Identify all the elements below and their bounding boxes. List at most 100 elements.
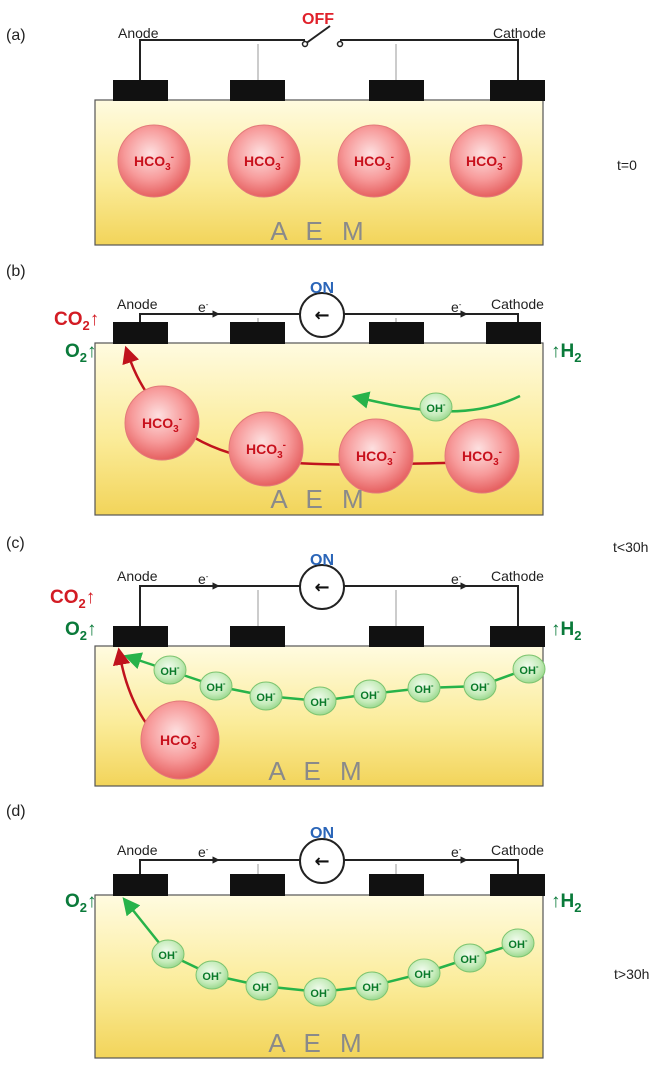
oh-ion: OH-	[407, 958, 441, 988]
hco3-ion: HCO3-	[227, 124, 301, 198]
circuit-wire	[139, 585, 519, 626]
svg-text:OH-: OH-	[426, 400, 446, 415]
svg-text:HCO3-: HCO3-	[160, 731, 200, 752]
oh-ion: OH-	[419, 392, 453, 422]
oh-ion: OH-	[199, 671, 233, 701]
oh-ion: OH-	[463, 671, 497, 701]
current-arrow: ←	[314, 851, 329, 872]
anode-label: Anode	[118, 25, 159, 41]
ammeter-circle	[299, 564, 345, 610]
hco3-ion: HCO3-	[449, 124, 523, 198]
current-arrow: ←	[314, 577, 329, 598]
o2-evolution: O2↑	[65, 891, 97, 915]
co2-evolution: CO2↑	[54, 309, 99, 333]
panel-c: (c) t<30h ← ON Anode Cathode e- e- CO2↑ …	[6, 535, 648, 787]
oh-ion: OH-	[453, 943, 487, 973]
svg-text:OH-: OH-	[256, 689, 276, 704]
oh-ion: OH-	[151, 939, 185, 969]
hco3-ion: HCO3-	[337, 124, 411, 198]
oh-ion: OH-	[303, 686, 337, 716]
svg-text:OH-: OH-	[206, 679, 226, 694]
cathode-wire	[340, 39, 519, 80]
electrode-anode	[113, 626, 168, 647]
hco3-ion: HCO3-	[444, 418, 520, 494]
svg-text:OH-: OH-	[310, 694, 330, 709]
open-switch	[304, 25, 331, 45]
electron-label: e-	[451, 571, 462, 587]
hco3-ion: HCO3-	[228, 411, 304, 487]
electron-label: e-	[451, 299, 462, 315]
electron-label: e-	[198, 299, 209, 315]
anode-wire	[139, 39, 305, 80]
aem-label: A E M	[270, 216, 369, 246]
circuit-wire	[139, 859, 519, 874]
cathode-label: Cathode	[491, 296, 544, 312]
ammeter-circle	[299, 838, 345, 884]
hco3-ion: HCO3-	[338, 418, 414, 494]
electrode-cathode	[490, 80, 545, 101]
svg-text:OH-: OH-	[470, 679, 490, 694]
panel-b: (b) ← ON Anode Cathode e- e- CO2↑ O2↑ ↑H…	[6, 263, 581, 516]
svg-text:OH-: OH-	[414, 966, 434, 981]
aem-label: A E M	[270, 484, 369, 514]
oh-ion: OH-	[153, 655, 187, 685]
electrode	[369, 322, 424, 344]
electrode-anode	[113, 322, 168, 344]
cathode-label: Cathode	[491, 842, 544, 858]
aem-membrane	[94, 894, 544, 1059]
oh-ion: OH-	[512, 654, 546, 684]
svg-text:OH-: OH-	[160, 663, 180, 678]
svg-text:OH-: OH-	[310, 985, 330, 1000]
cathode-label: Cathode	[491, 568, 544, 584]
oh-ion: OH-	[501, 928, 535, 958]
switch-state-on: ON	[310, 280, 334, 297]
electrode	[230, 80, 285, 101]
hco3-ion: HCO3-	[117, 124, 191, 198]
h2-evolution: ↑H2	[551, 891, 581, 915]
aem-label: A E M	[268, 756, 367, 786]
time-label: t>30h	[614, 966, 649, 982]
electron-label: e-	[198, 844, 209, 860]
switch-state-off: OFF	[302, 11, 334, 28]
o2-evolution: O2↑	[65, 341, 97, 365]
electrode	[230, 626, 285, 647]
o2-evolution: O2↑	[65, 619, 97, 643]
hco3-ion: HCO3-	[124, 385, 200, 461]
h2-evolution: ↑H2	[551, 341, 581, 365]
svg-text:OH-: OH-	[362, 979, 382, 994]
svg-text:HCO3-: HCO3-	[356, 447, 396, 468]
cathode-label: Cathode	[493, 25, 546, 41]
electrode	[230, 322, 285, 344]
aem-label: A E M	[268, 1028, 367, 1058]
ammeter-circle	[299, 292, 345, 338]
svg-text:OH-: OH-	[460, 951, 480, 966]
electrode	[369, 80, 424, 101]
svg-text:OH-: OH-	[414, 681, 434, 696]
oh-ion: OH-	[303, 977, 337, 1007]
svg-text:HCO3-: HCO3-	[246, 440, 286, 461]
electrode-anode	[113, 874, 168, 896]
svg-text:HCO3-: HCO3-	[134, 152, 174, 173]
oh-ion: OH-	[353, 679, 387, 709]
svg-text:OH-: OH-	[519, 662, 539, 677]
anode-label: Anode	[117, 568, 158, 584]
circuit-wire	[139, 313, 519, 322]
time-label: t<30h	[613, 539, 648, 555]
time-label: t=0	[617, 157, 637, 173]
electron-label: e-	[451, 844, 462, 860]
panel-label: (c)	[6, 535, 25, 552]
oh-ion: OH-	[195, 960, 229, 990]
current-arrow: ←	[314, 305, 329, 326]
panel-label: (b)	[6, 263, 26, 280]
electrode	[369, 874, 424, 896]
electrode	[369, 626, 424, 647]
anode-label: Anode	[117, 842, 158, 858]
svg-text:HCO3-: HCO3-	[466, 152, 506, 173]
electrode	[230, 874, 285, 896]
svg-text:OH-: OH-	[252, 979, 272, 994]
anode-label: Anode	[117, 296, 158, 312]
h2-evolution: ↑H2	[551, 619, 581, 643]
oh-ion: OH-	[245, 971, 279, 1001]
co2-evolution: CO2↑	[50, 587, 95, 611]
